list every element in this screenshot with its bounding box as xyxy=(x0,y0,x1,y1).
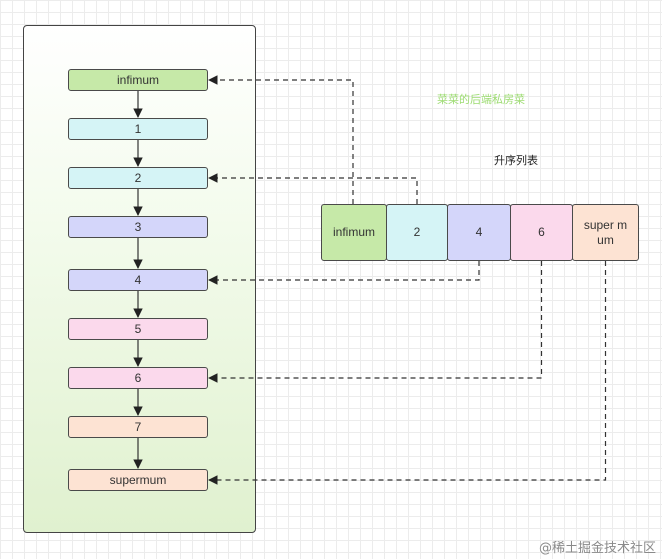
list-node-1: 1 xyxy=(68,118,208,140)
array-caption: 升序列表 xyxy=(494,155,538,167)
cell-label: infimum xyxy=(332,225,375,239)
cell-label: 4 xyxy=(475,225,483,239)
node-label: 1 xyxy=(134,122,142,136)
list-node-2: 2 xyxy=(68,167,208,189)
list-node-5: 5 xyxy=(68,318,208,340)
node-label: 5 xyxy=(134,322,142,336)
node-label: supermum xyxy=(109,473,167,487)
array-pointer-arrow xyxy=(208,261,607,485)
node-label: 4 xyxy=(134,273,142,287)
array-cell-supermum: super mum xyxy=(572,204,639,261)
title-note: 菜菜的后端私房菜 xyxy=(437,94,525,106)
list-node-infimum: infimum xyxy=(68,69,208,91)
array-pointer-arrow xyxy=(208,261,543,383)
cell-label: 2 xyxy=(413,225,421,239)
list-node-4: 4 xyxy=(68,269,208,291)
node-label: 3 xyxy=(134,220,142,234)
array-cell-infimum: infimum xyxy=(321,204,387,261)
watermark: @稀土掘金技术社区 xyxy=(538,541,656,556)
cell-label: 6 xyxy=(538,225,545,239)
list-node-6: 6 xyxy=(68,367,208,389)
array-cell-2: 2 xyxy=(386,204,448,261)
list-node-3: 3 xyxy=(68,216,208,238)
cell-label: super mum xyxy=(583,217,628,247)
list-node-supermum: supermum xyxy=(68,469,208,491)
node-label: infimum xyxy=(116,73,159,87)
node-label: 6 xyxy=(134,371,142,385)
node-label: 2 xyxy=(134,171,142,185)
array-cell-4: 4 xyxy=(447,204,511,261)
list-node-7: 7 xyxy=(68,416,208,438)
array-cell-6: 6 xyxy=(510,204,573,261)
node-label: 7 xyxy=(134,420,142,434)
